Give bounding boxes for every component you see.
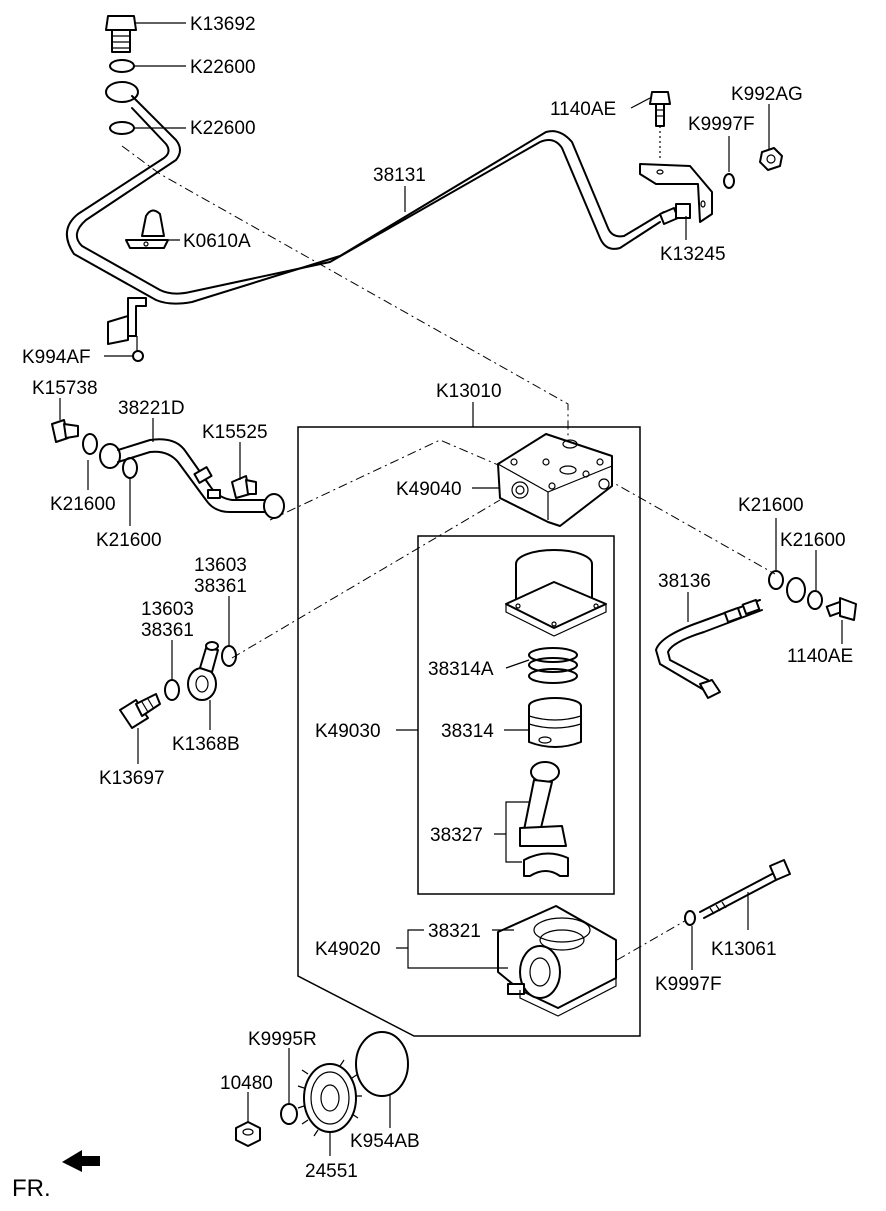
clamp-k0610a: [125, 209, 169, 249]
nut-10480: [235, 1121, 261, 1147]
washer-13603-38361-right: [221, 645, 237, 667]
label-38136: 38136: [658, 571, 711, 592]
banjo-fitting-k1368b: [187, 641, 219, 701]
label-k15525: K15525: [202, 422, 268, 443]
label-k992ag: K992AG: [731, 84, 803, 105]
label-24551: 24551: [305, 1161, 358, 1182]
label-k9995r: K9995R: [248, 1029, 317, 1050]
washer-k21600-left-a: [82, 433, 98, 455]
label-38361-right: 38361: [194, 576, 247, 597]
label-k21600-left-b: K21600: [96, 530, 162, 551]
o-ring-k954ab: [355, 1031, 409, 1097]
fitting-k15738: [51, 419, 79, 443]
washer-k9995r: [280, 1103, 298, 1125]
piston-rings-38314a: [528, 647, 578, 684]
label-k9997f-top: K9997F: [688, 114, 755, 135]
label-k49020: K49020: [315, 939, 381, 960]
label-38321: 38321: [428, 921, 481, 942]
label-k21600-right-b: K21600: [780, 530, 846, 551]
label-k13245: K13245: [660, 244, 726, 265]
banjo-bolt-k13692: [105, 15, 137, 53]
fitting-k15525: [231, 475, 257, 499]
label-38221d: 38221D: [118, 398, 185, 419]
leader-lines: [59, 22, 843, 1156]
label-k13061: K13061: [711, 939, 777, 960]
gear-24551: [297, 1059, 362, 1137]
label-k13010: K13010: [436, 381, 502, 402]
washer-13603-38361-left: [164, 679, 180, 701]
label-38314a: 38314A: [428, 659, 494, 680]
label-k1368b: K1368B: [172, 734, 240, 755]
connecting-rod-38327: [519, 761, 569, 877]
assembly-frame-k13010: [297, 426, 641, 1037]
label-13603-left: 13603: [141, 599, 194, 620]
bolt-1140ae-top: [649, 91, 671, 160]
part-labels: K13692 K22600 K22600 38131 K0610A K994AF…: [12, 14, 853, 1202]
label-13603-right: 13603: [194, 555, 247, 576]
label-k22600-bottom: K22600: [190, 118, 256, 139]
cylinder-block-k49030: [505, 549, 607, 637]
label-k22600-top: K22600: [190, 57, 256, 78]
label-38131: 38131: [373, 165, 426, 186]
washer-k9997f-bottom: [684, 910, 696, 926]
label-1140ae-top: 1140AE: [550, 99, 616, 120]
label-k994af: K994AF: [22, 347, 91, 368]
label-front-direction: FR.: [12, 1175, 51, 1202]
label-k21600-left-a: K21600: [50, 494, 116, 515]
bracket-k13245: [639, 163, 713, 223]
label-k49040: K49040: [396, 479, 462, 500]
cylinder-head-k49040: [497, 433, 613, 527]
bolt-1140ae-right: [825, 597, 857, 621]
front-arrow-icon: [62, 1150, 100, 1172]
bracket-k994af: [107, 297, 147, 362]
label-k13692: K13692: [190, 14, 256, 35]
pipe-38221d: [99, 438, 285, 519]
label-38361-left: 38361: [141, 620, 194, 641]
label-k15738: K15738: [32, 378, 98, 399]
assembly-frame-k49030: [417, 535, 615, 895]
label-k49030: K49030: [315, 721, 381, 742]
washer-k9997f-top: [723, 173, 735, 189]
label-k21600-right-a: K21600: [738, 495, 804, 516]
nut-k992ag: [759, 147, 783, 171]
label-1140ae-right: 1140AE: [787, 646, 853, 667]
label-10480: 10480: [220, 1073, 273, 1094]
washer-k21600-right-a: [768, 570, 784, 590]
crankcase-38321: [497, 905, 617, 1017]
pipe-38131: [66, 81, 691, 305]
banjo-bolt-k13697: [119, 693, 161, 729]
label-k0610a: K0610A: [183, 231, 251, 252]
piston-38314: [528, 697, 582, 748]
stud-bolt-k13061: [699, 859, 791, 919]
label-k9997f-bottom: K9997F: [655, 974, 722, 995]
label-k13697: K13697: [99, 768, 165, 789]
assembly-lines: [121, 145, 776, 961]
washer-k21600-left-b: [122, 457, 138, 479]
label-k954ab: K954AB: [350, 1131, 420, 1152]
washer-k22600-top: [109, 59, 135, 73]
washer-k21600-right-b: [807, 590, 823, 610]
washer-k22600-bottom: [109, 121, 135, 135]
pipe-38136: [655, 577, 806, 699]
label-38327: 38327: [430, 825, 483, 846]
label-38314: 38314: [441, 721, 494, 742]
